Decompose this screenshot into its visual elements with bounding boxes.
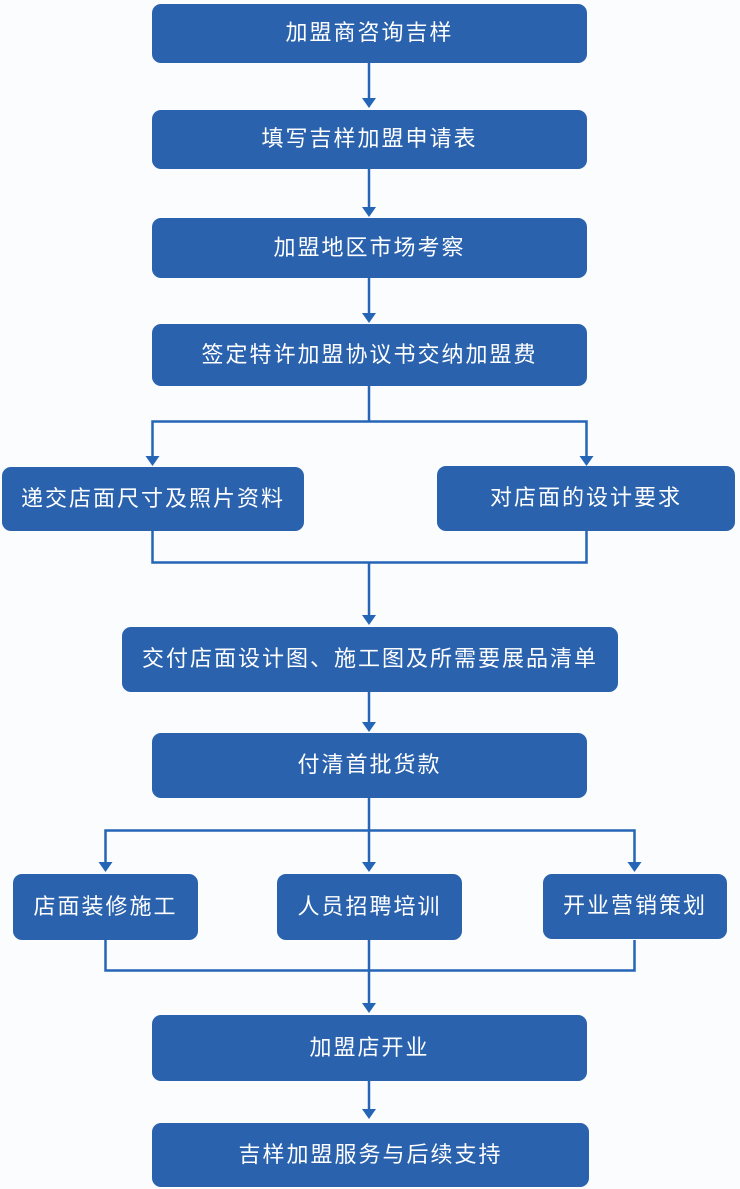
arrowhead xyxy=(98,862,113,872)
arrowhead xyxy=(362,313,376,323)
arrowhead xyxy=(362,862,376,872)
flow-node-store-opening: 加盟店开业 xyxy=(152,1015,587,1081)
arrowheads xyxy=(98,98,642,1119)
arrowhead xyxy=(362,722,376,732)
arrowhead xyxy=(627,862,642,872)
edge-n7-split xyxy=(104,798,636,862)
arrowhead xyxy=(579,456,594,466)
arrowhead xyxy=(362,1109,376,1119)
flow-node-design-requirements: 对店面的设计要求 xyxy=(437,466,735,531)
flow-node-followup-support: 吉样加盟服务与后续支持 xyxy=(152,1123,589,1187)
flow-node-staff-recruiting: 人员招聘培训 xyxy=(277,874,462,940)
edge-branch2-merge xyxy=(151,531,588,615)
arrowhead xyxy=(362,207,376,217)
arrowhead xyxy=(145,456,160,466)
flow-node-pay-first-order: 付清首批货款 xyxy=(152,733,587,798)
arrowhead xyxy=(362,615,376,625)
flow-node-consult: 加盟商咨询吉样 xyxy=(152,4,587,63)
edge-n4-split xyxy=(151,386,588,456)
flow-node-deliver-design-docs: 交付店面设计图、施工图及所需要展品清单 xyxy=(122,627,618,692)
arrowhead xyxy=(362,1003,376,1013)
edge-branch3-merge xyxy=(104,940,636,1003)
flow-node-market-survey: 加盟地区市场考察 xyxy=(152,218,587,278)
flow-node-submit-store-info: 递交店面尺寸及照片资料 xyxy=(2,467,304,531)
arrowhead xyxy=(362,98,376,108)
flow-node-opening-marketing: 开业营销策划 xyxy=(543,874,727,939)
flow-node-store-renovation: 店面装修施工 xyxy=(13,874,198,940)
flow-node-sign-agreement: 签定特许加盟协议书交纳加盟费 xyxy=(152,324,587,386)
flow-node-application-form: 填写吉样加盟申请表 xyxy=(152,110,587,169)
